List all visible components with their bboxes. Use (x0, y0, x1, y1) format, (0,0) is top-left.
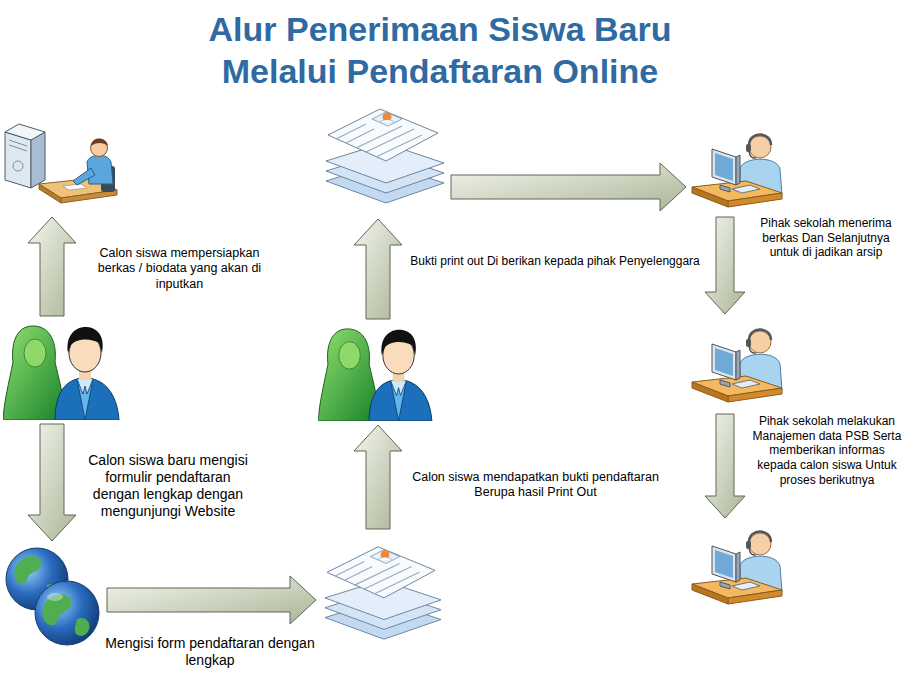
student-couple-icon (317, 323, 435, 421)
globe-icon-figure (6, 548, 99, 645)
operator-icon-figure (692, 330, 782, 403)
label-slot: Mengisi form pendaftaran dengan lengkap (105, 635, 315, 669)
globe-icon-art (3, 545, 103, 648)
block-arrow (354, 425, 402, 529)
student-couple-icon-figure (3, 326, 119, 420)
student-couple-icon (3, 320, 121, 420)
block-arrow (28, 424, 76, 541)
step-caption: Pihak sekolah melakukan Manajemen data P… (752, 414, 902, 487)
operator-icon-figure (692, 532, 782, 605)
operator-icon-art (690, 318, 785, 410)
label-slot: Pihak sekolah melakukan Manajemen data P… (752, 414, 902, 487)
step-caption: Calon siswa baru mengisi formulir pendaf… (83, 452, 253, 520)
block-arrow (354, 219, 402, 319)
block-arrow (705, 217, 745, 314)
label-slot: Bukti print out Di berikan kepada pihak … (406, 254, 704, 269)
label-slot: Calon siswa mendapatkan bukti pendaftara… (408, 470, 663, 501)
globe-icon (3, 545, 103, 648)
student-couple-icon-art (3, 320, 121, 420)
document-stack-icon-art (320, 533, 445, 651)
operator-icon (690, 318, 785, 410)
workstation-icon-figure (5, 124, 117, 203)
operator-icon-figure (692, 135, 782, 208)
operator-icon (690, 125, 785, 213)
document-stack-icon-art (322, 95, 447, 215)
step-caption: Mengisi form pendaftaran dengan lengkap (105, 635, 315, 669)
step-caption: Pihak sekolah menerima berkas Dan Selanj… (750, 216, 902, 260)
document-stack-icon-figure (325, 547, 441, 639)
operator-icon-art (690, 125, 785, 213)
document-stack-icon-figure (326, 109, 444, 203)
step-caption: Calon siswa mendapatkan bukti pendaftara… (408, 470, 663, 501)
student-couple-icon-art (317, 323, 435, 421)
document-stack-icon (322, 95, 447, 215)
block-arrow (705, 414, 745, 518)
workstation-icon (3, 118, 121, 213)
step-caption: Bukti print out Di berikan kepada pihak … (406, 254, 704, 269)
step-caption: Calon siswa mempersiapkan berkas / bioda… (82, 246, 277, 292)
title-slot: Alur Penerimaan Siswa Baru Melalui Penda… (170, 8, 710, 92)
label-slot: Calon siswa mempersiapkan berkas / bioda… (82, 246, 277, 292)
document-stack-icon (320, 533, 445, 651)
label-slot: Pihak sekolah menerima berkas Dan Selanj… (750, 216, 902, 260)
block-arrow (451, 163, 686, 211)
student-couple-icon-figure (318, 329, 432, 421)
block-arrow (107, 576, 316, 624)
diagram-title: Alur Penerimaan Siswa Baru Melalui Penda… (170, 8, 710, 92)
workstation-icon-art (3, 118, 121, 213)
operator-icon-art (690, 522, 785, 610)
label-slot: Calon siswa baru mengisi formulir pendaf… (83, 452, 253, 520)
operator-icon (690, 522, 785, 610)
block-arrow (28, 217, 76, 316)
